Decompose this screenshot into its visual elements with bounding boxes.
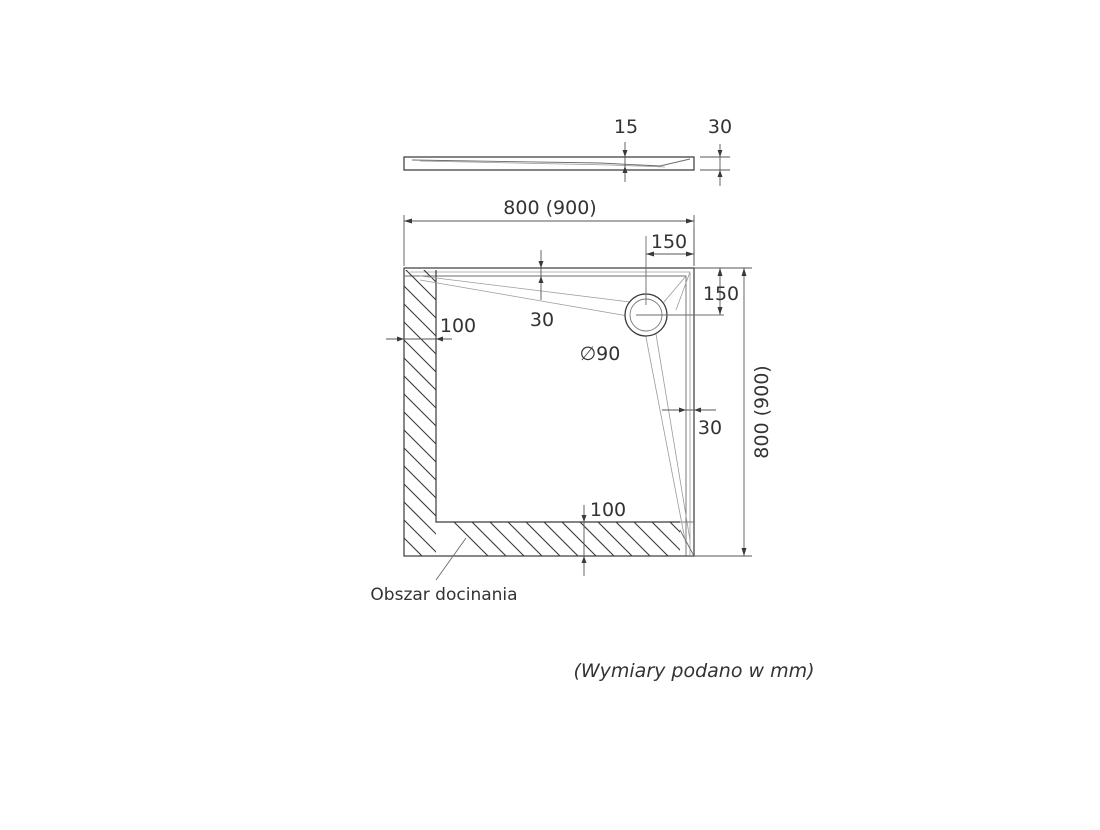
right-fall-arrow-right: [694, 407, 701, 413]
dim-15-arrow-top: [622, 150, 628, 157]
dim-30-arrow-top: [717, 150, 723, 157]
left-trim-arrow-left: [397, 336, 404, 342]
drain-y-arrow-bottom: [717, 307, 723, 315]
trim-area-leader: [435, 537, 467, 581]
bottom-trim-dimension: 100: [581, 499, 626, 576]
bottom-trim-arrow-bottom: [581, 556, 587, 563]
dim-30-arrow-bottom: [717, 170, 723, 177]
side-profile: 15 30: [403, 116, 732, 186]
drain-diameter-label: ∅90: [580, 343, 621, 365]
top-fall-dimension: 30: [530, 250, 554, 331]
top-fall-label: 30: [530, 309, 554, 331]
depth-label: 800 (900): [751, 365, 773, 458]
left-trim-arrow-right: [436, 336, 443, 342]
width-dimension: 800 (900): [403, 197, 695, 266]
right-fall-dimension: 30: [662, 407, 722, 439]
slope-line-right-1: [644, 331, 687, 546]
trim-hatch-left: [404, 270, 436, 556]
slope-line-top-1: [419, 275, 631, 303]
drain-x-arrow-left: [646, 251, 654, 257]
slope-line-top-2: [419, 279, 629, 317]
top-fall-arrow-top: [538, 261, 544, 268]
right-fall-label: 30: [698, 417, 722, 439]
left-trim-label: 100: [440, 315, 476, 337]
width-arrow-left: [404, 218, 412, 224]
depth-arrow-top: [741, 268, 747, 276]
dim-30-label: 30: [708, 116, 732, 138]
dim-15-label: 15: [614, 116, 638, 138]
width-arrow-right: [686, 218, 694, 224]
drain-y-dimension: 150: [694, 267, 752, 315]
right-fall-arrow-left: [679, 407, 686, 413]
slope-line-corner-1: [663, 275, 687, 303]
drain-x-arrow-right: [686, 251, 694, 257]
dim-15-arrow-bottom: [622, 166, 628, 173]
depth-dimension: 800 (900): [694, 268, 773, 557]
slope-line-right-2: [655, 333, 691, 541]
corner-diagonal: [679, 529, 695, 557]
top-fall-arrow-bottom: [538, 276, 544, 283]
trim-hatch-bottom: [453, 522, 680, 556]
drain-y-label: 150: [703, 283, 739, 305]
plan-view: [403, 236, 724, 557]
bottom-trim-arrow-top: [581, 515, 587, 522]
drain-y-arrow-top: [717, 268, 723, 276]
units-note: (Wymiary podano w mm): [573, 660, 814, 682]
trim-boundary: [435, 270, 680, 523]
trim-area-label: Obszar docinania: [370, 585, 517, 605]
drain-x-dimension: 150: [646, 228, 695, 266]
profile-slope-line-2: [419, 160, 666, 168]
width-label: 800 (900): [503, 197, 596, 219]
depth-arrow-bottom: [741, 548, 747, 556]
slope-line-corner-2: [675, 271, 691, 311]
left-trim-dimension: 100: [386, 315, 476, 342]
profile-outline: [403, 156, 695, 171]
drain-x-label: 150: [651, 231, 687, 253]
profile-slope-line: [411, 158, 691, 167]
bottom-trim-label: 100: [590, 499, 626, 521]
